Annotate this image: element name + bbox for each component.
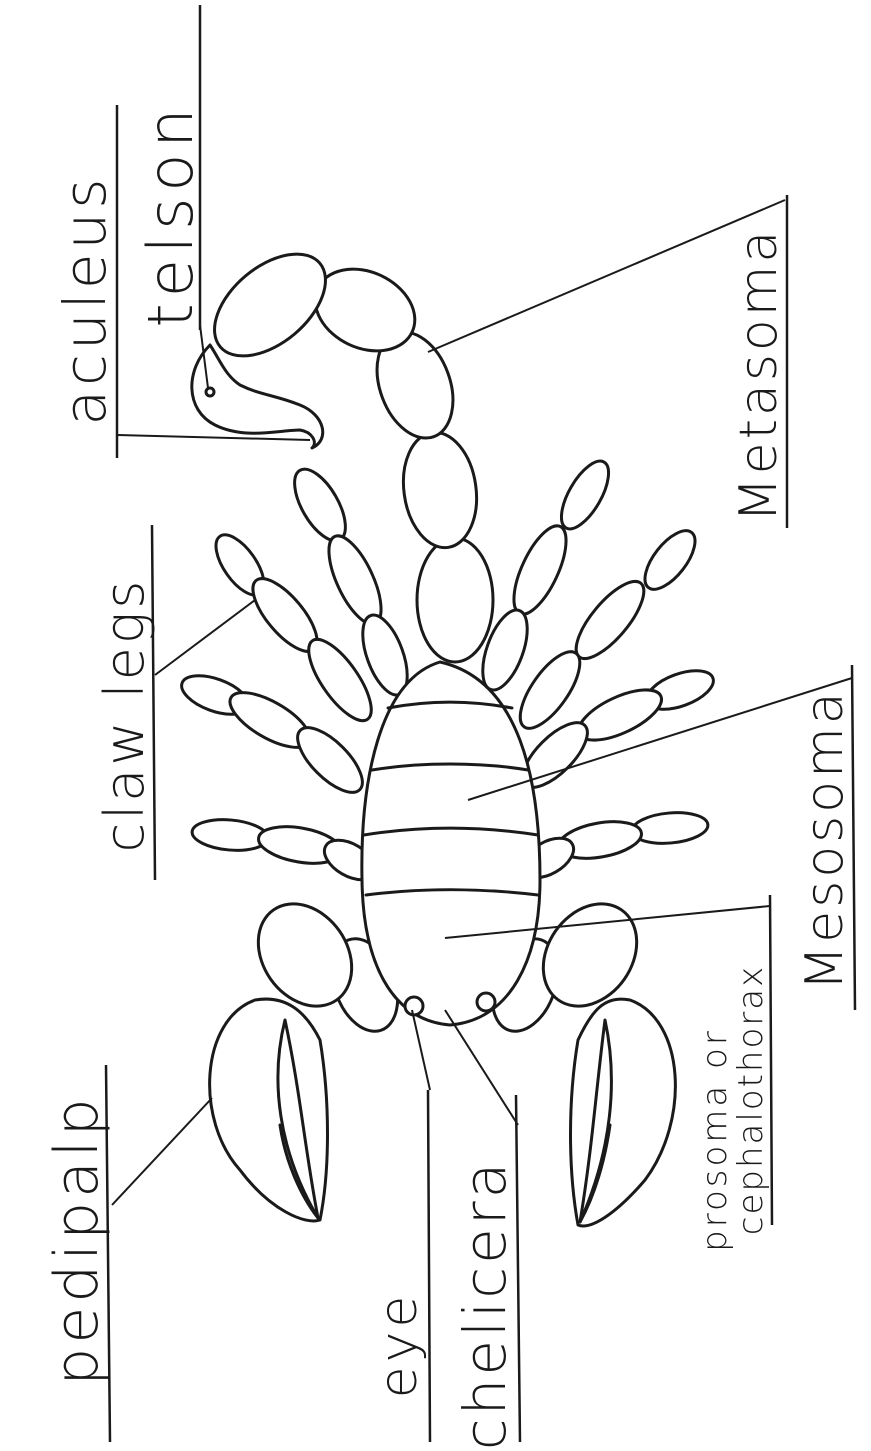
label-prosoma: prosoma or xyxy=(695,1028,735,1252)
body xyxy=(362,662,540,1025)
label-chelicera: chelicera xyxy=(451,1160,519,1451)
right-eye-icon xyxy=(477,993,495,1011)
label-metasoma: Metasoma xyxy=(729,228,789,523)
left-leg-4 xyxy=(191,817,382,888)
left-eye-icon xyxy=(405,997,423,1015)
label-pedipalp: pedipalp xyxy=(42,1094,112,1385)
label-aculeus: aculeus xyxy=(51,175,119,426)
right-leg-4 xyxy=(516,810,709,886)
label-cephalothorax: cephalothorax xyxy=(731,965,771,1235)
label-mesosoma: Mesosoma xyxy=(795,689,855,990)
label-eye: eye xyxy=(369,1292,429,1399)
label-claw-legs: claw legs xyxy=(93,578,156,853)
label-telson: telson xyxy=(134,102,207,327)
right-leg-1 xyxy=(474,454,618,696)
